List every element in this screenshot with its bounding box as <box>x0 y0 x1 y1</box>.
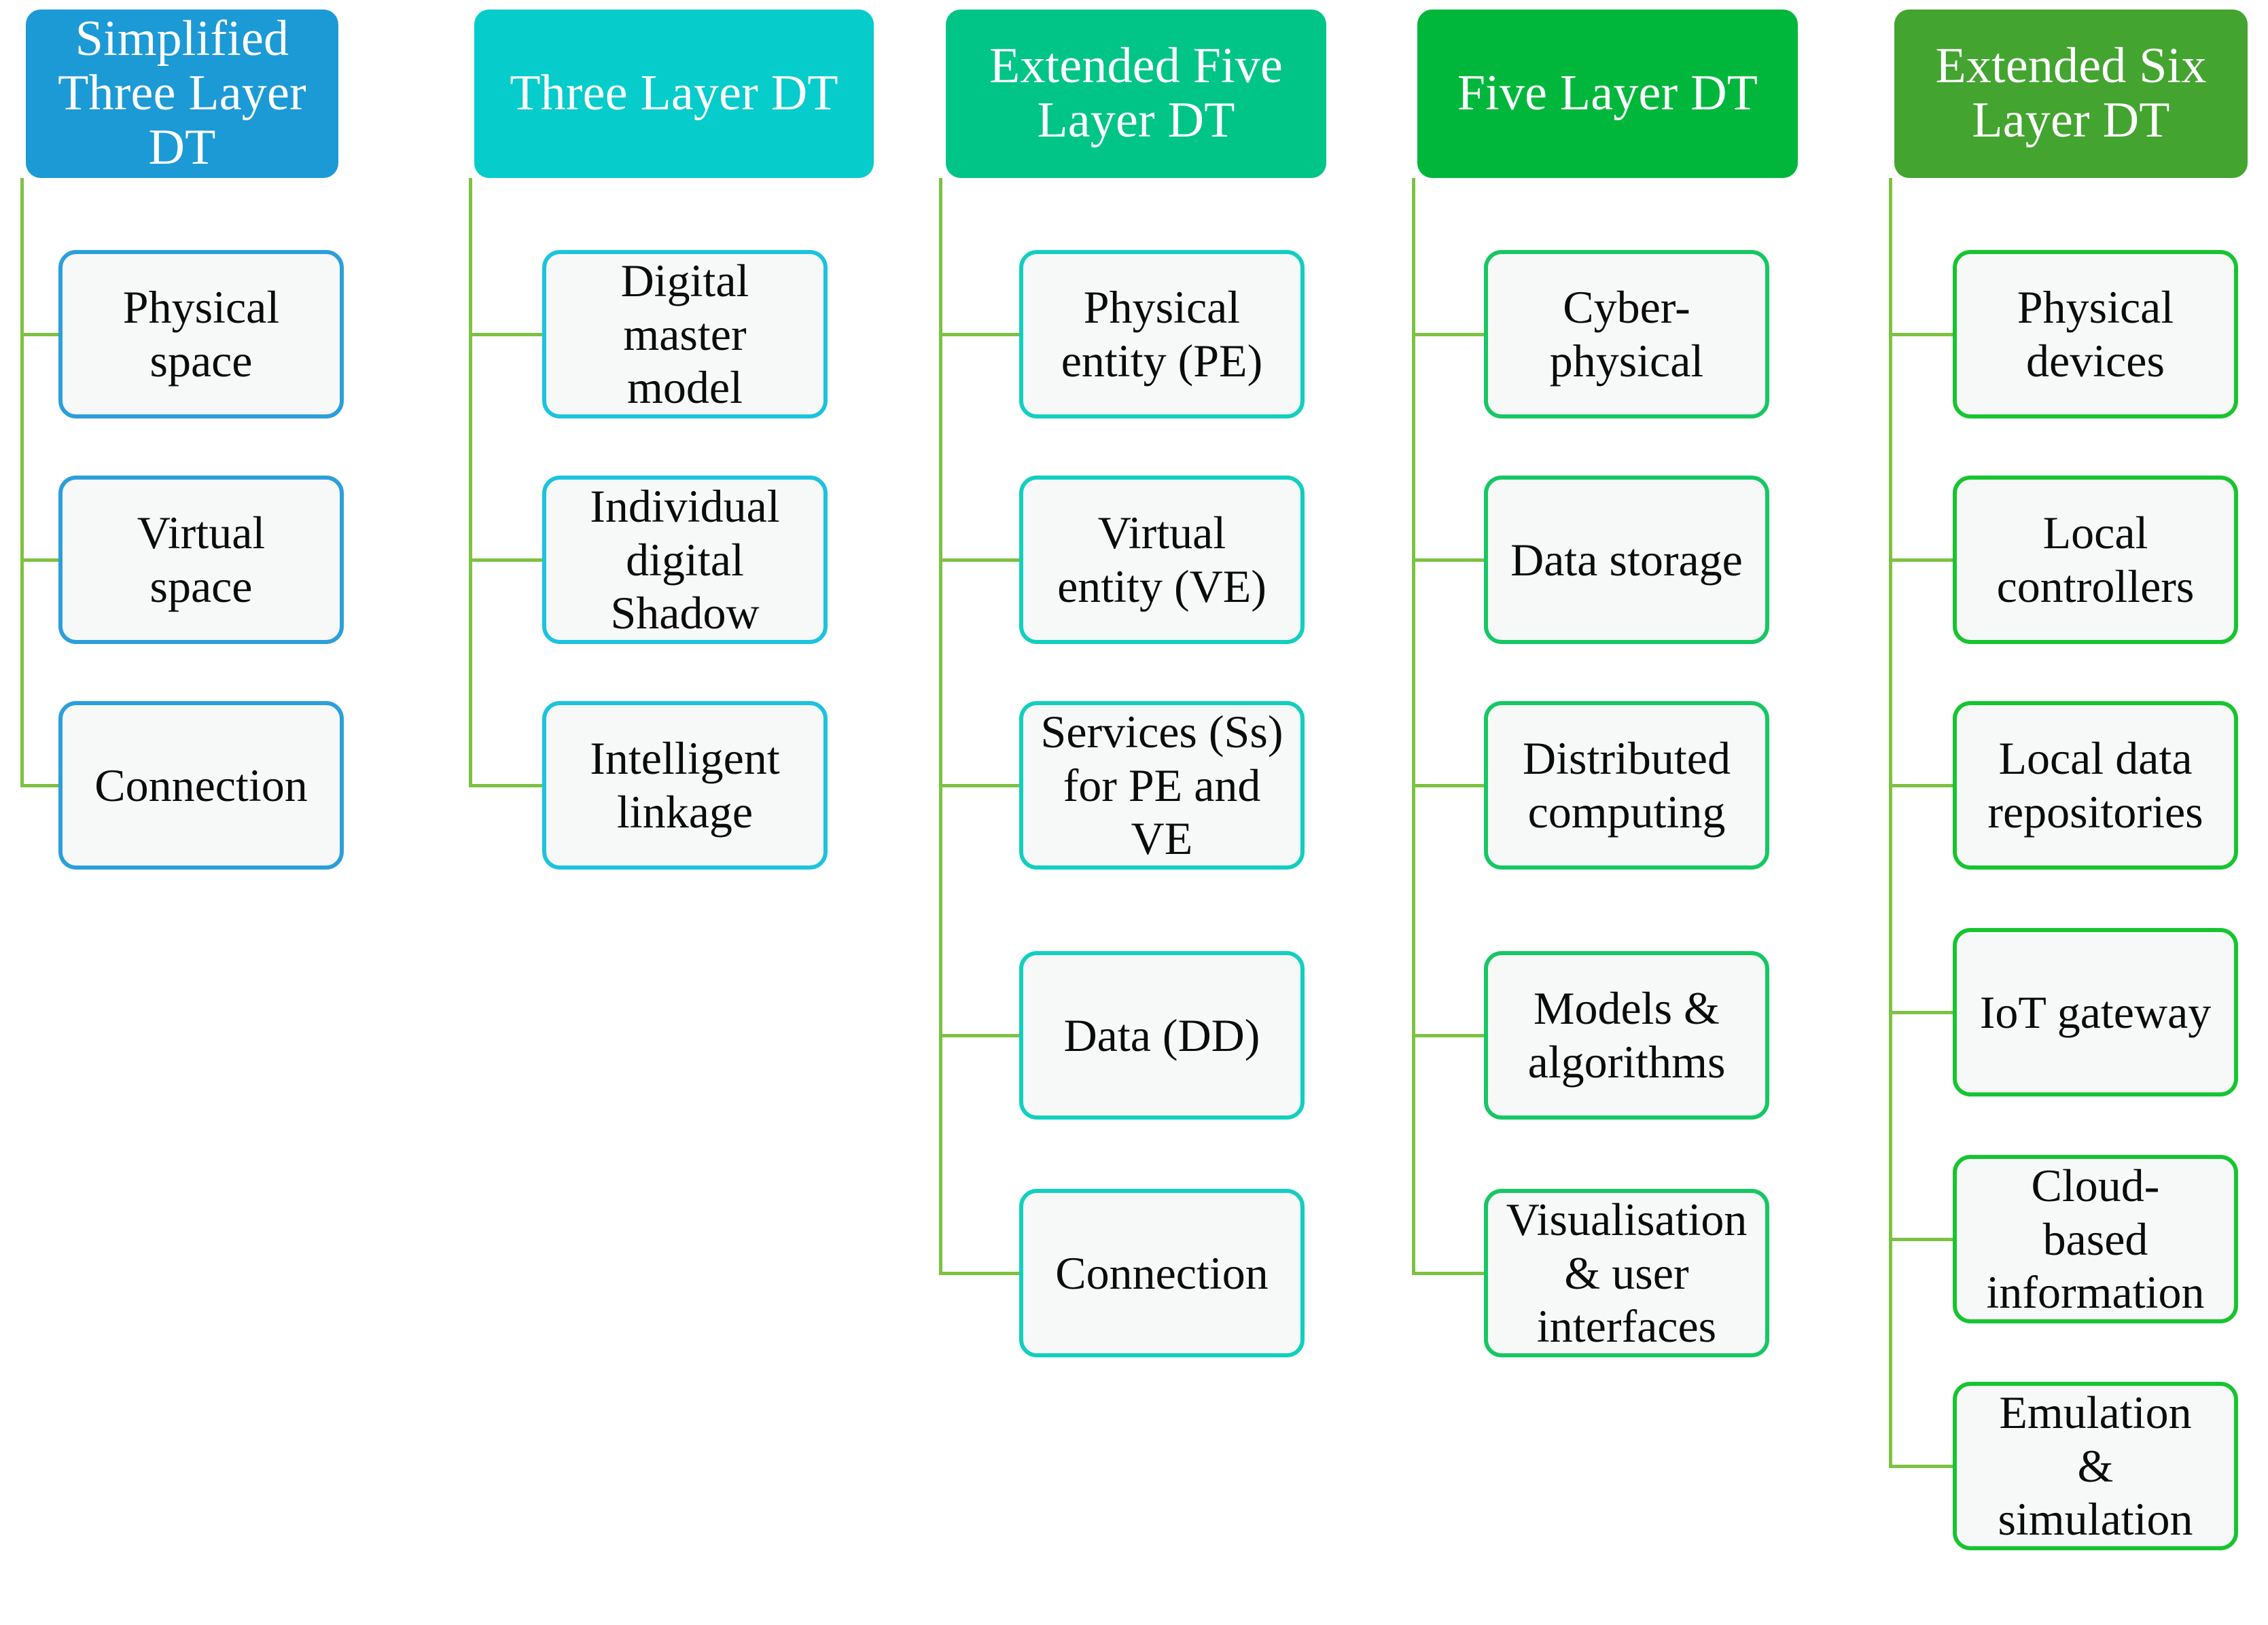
connector-stub <box>1889 1238 1953 1241</box>
layer-node-label: Cyber- physical <box>1549 281 1704 387</box>
connector-stub <box>939 1272 1019 1275</box>
column-header-simplified-three-layer-dt[interactable]: Simplified Three Layer DT <box>26 10 338 178</box>
layer-node[interactable]: Digital master model <box>542 250 828 418</box>
connector-trunk-three-layer-dt <box>469 178 472 785</box>
connector-trunk-extended-five-layer-dt <box>939 178 942 1273</box>
layer-node[interactable]: Intelligent linkage <box>542 701 828 870</box>
connector-stub <box>1412 558 1484 562</box>
layer-node-label: Virtual space <box>137 507 266 612</box>
layer-node[interactable]: Physical space <box>58 250 344 418</box>
layer-node[interactable]: Local controllers <box>1953 476 2238 644</box>
connector-stub <box>20 333 58 336</box>
layer-node[interactable]: Cyber- physical <box>1484 250 1769 418</box>
layer-node[interactable]: Physical devices <box>1953 250 2238 418</box>
layer-node[interactable]: Data storage <box>1484 476 1769 644</box>
layer-node-label: Digital master model <box>620 254 749 414</box>
layer-node-label: Visualisation & user interfaces <box>1506 1193 1748 1353</box>
connector-stub <box>1412 1272 1484 1275</box>
layer-node[interactable]: Virtual entity (VE) <box>1019 476 1305 644</box>
layer-node[interactable]: Distributed computing <box>1484 701 1769 870</box>
connector-stub <box>939 558 1019 562</box>
connector-stub <box>20 784 58 787</box>
connector-stub <box>939 1034 1019 1037</box>
connector-stub <box>1889 784 1953 787</box>
layer-node[interactable]: Physical entity (PE) <box>1019 250 1305 418</box>
layer-node-label: Virtual entity (VE) <box>1057 507 1266 612</box>
column-header-label: Extended Five Layer DT <box>989 38 1283 148</box>
column-header-label: Three Layer DT <box>510 65 838 122</box>
connector-stub <box>469 784 542 787</box>
layer-node-label: Physical space <box>122 281 280 387</box>
layer-node[interactable]: Emulation & simulation <box>1953 1382 2238 1550</box>
layer-node-label: Data (DD) <box>1063 1009 1260 1061</box>
connector-stub <box>1412 784 1484 787</box>
layer-node-label: Services (Ss) for PE and VE <box>1040 705 1283 865</box>
layer-node-label: Individual digital Shadow <box>590 480 780 639</box>
layer-node-label: Cloud- based information <box>1986 1159 2205 1319</box>
layer-node-label: Data storage <box>1510 533 1743 586</box>
layer-node[interactable]: IoT gateway <box>1953 928 2238 1096</box>
connector-stub <box>469 333 542 336</box>
connector-stub <box>1889 558 1953 562</box>
connector-stub <box>1889 1011 1953 1014</box>
layer-node-label: Emulation & simulation <box>1998 1386 2193 1546</box>
layer-node[interactable]: Individual digital Shadow <box>542 476 828 644</box>
layer-node[interactable]: Virtual space <box>58 476 344 644</box>
layer-node[interactable]: Local data repositories <box>1953 701 2238 870</box>
connector-stub <box>1412 333 1484 336</box>
layer-node-label: Physical entity (PE) <box>1061 281 1263 387</box>
layer-node[interactable]: Services (Ss) for PE and VE <box>1019 701 1305 870</box>
layer-node-label: Local controllers <box>1996 507 2195 612</box>
connector-trunk-extended-six-layer-dt <box>1889 178 1892 1466</box>
column-header-label: Five Layer DT <box>1457 65 1758 122</box>
layer-node[interactable]: Data (DD) <box>1019 951 1305 1120</box>
layer-node-label: Local data repositories <box>1987 732 2203 838</box>
layer-node[interactable]: Connection <box>58 701 344 870</box>
layer-node[interactable]: Models & algorithms <box>1484 951 1769 1120</box>
layer-node[interactable]: Connection <box>1019 1189 1305 1357</box>
layer-node-label: Intelligent linkage <box>590 732 780 838</box>
connector-trunk-simplified-three-layer-dt <box>20 178 24 785</box>
connector-trunk-five-layer-dt <box>1412 178 1415 1273</box>
column-header-extended-five-layer-dt[interactable]: Extended Five Layer DT <box>946 10 1326 178</box>
connector-stub <box>1412 1034 1484 1037</box>
connector-stub <box>20 558 58 562</box>
layer-node-label: Distributed computing <box>1523 732 1731 838</box>
connector-stub <box>1889 1465 1953 1468</box>
layer-node[interactable]: Visualisation & user interfaces <box>1484 1189 1769 1357</box>
connector-stub <box>939 333 1019 336</box>
layer-node-label: IoT gateway <box>1979 986 2212 1038</box>
connector-stub <box>1889 333 1953 336</box>
layer-node-label: Models & algorithms <box>1527 982 1726 1088</box>
column-extended-five-layer-dt: Extended Five Layer DT Physical entity (P… <box>912 0 1387 1625</box>
connector-stub <box>469 558 542 562</box>
column-header-label: Simplified Three Layer DT <box>58 11 306 175</box>
layer-node-label: Connection <box>94 759 308 811</box>
column-header-three-layer-dt[interactable]: Three Layer DT <box>474 10 874 178</box>
layer-node-label: Connection <box>1055 1247 1269 1299</box>
column-header-label: Extended Six Layer DT <box>1935 38 2207 148</box>
layer-node-label: Physical devices <box>2017 281 2174 387</box>
connector-stub <box>939 784 1019 787</box>
column-header-extended-six-layer-dt[interactable]: Extended Six Layer DT <box>1894 10 2248 178</box>
column-header-five-layer-dt[interactable]: Five Layer DT <box>1417 10 1798 178</box>
layer-node[interactable]: Cloud- based information <box>1953 1155 2238 1323</box>
